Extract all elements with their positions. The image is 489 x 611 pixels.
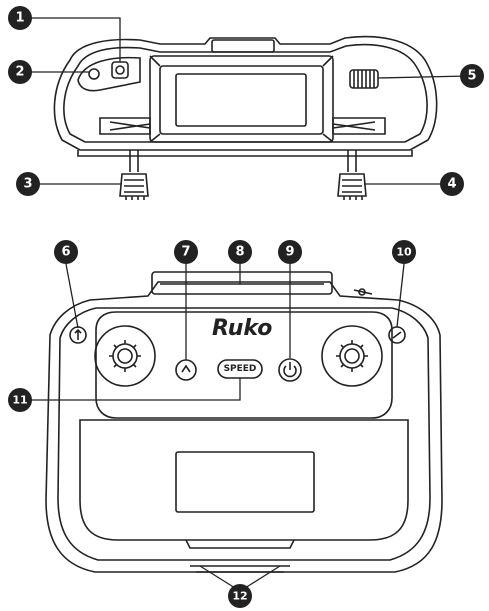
callout-8: 8 xyxy=(228,240,252,264)
svg-text:4: 4 xyxy=(447,177,456,192)
callout-6: 6 xyxy=(54,240,78,264)
svg-text:6: 6 xyxy=(61,245,70,260)
callout-1: 1 xyxy=(8,6,32,30)
svg-text:7: 7 xyxy=(181,245,190,260)
callout-12: 12 xyxy=(228,584,252,608)
callouts: 1 2 3 4 5 6 7 8 xyxy=(8,6,484,608)
camera-button-icon xyxy=(112,62,128,78)
right-stick-knob-icon xyxy=(338,174,366,200)
callout-2: 2 xyxy=(8,60,32,84)
svg-text:2: 2 xyxy=(15,65,24,80)
display-screen xyxy=(176,452,314,512)
top-left-button-housing xyxy=(78,58,140,91)
callout-9: 9 xyxy=(278,240,302,264)
right-control-stick-icon xyxy=(322,326,382,386)
gimbal-wheel-icon xyxy=(350,70,378,88)
left-stick-knob-icon xyxy=(120,174,148,200)
antenna-holder xyxy=(152,272,332,294)
svg-text:3: 3 xyxy=(23,177,32,192)
return-home-icon xyxy=(70,327,86,343)
takeoff-landing-icon xyxy=(176,360,196,380)
leader-lines xyxy=(20,18,468,588)
record-button-icon xyxy=(89,69,99,79)
callout-10: 10 xyxy=(392,240,416,264)
svg-text:9: 9 xyxy=(285,245,294,260)
top-view xyxy=(54,37,436,200)
callout-4: 4 xyxy=(440,172,464,196)
lower-panel xyxy=(80,420,408,540)
svg-text:1: 1 xyxy=(15,11,24,26)
brand-logo: Ruko xyxy=(212,316,272,341)
svg-text:12: 12 xyxy=(232,590,247,603)
svg-text:5: 5 xyxy=(467,69,476,84)
svg-text:11: 11 xyxy=(12,394,27,407)
callout-3: 3 xyxy=(16,172,40,196)
top-view-body xyxy=(54,37,436,150)
top-view-body-inner xyxy=(64,45,427,142)
svg-text:8: 8 xyxy=(235,245,244,260)
left-control-stick-icon xyxy=(95,326,155,386)
speed-button-label: SPEED xyxy=(224,364,257,374)
callout-7: 7 xyxy=(174,240,198,264)
callout-5: 5 xyxy=(460,64,484,88)
power-icon xyxy=(279,359,301,381)
callout-11: 11 xyxy=(8,388,32,412)
svg-text:10: 10 xyxy=(396,246,412,259)
